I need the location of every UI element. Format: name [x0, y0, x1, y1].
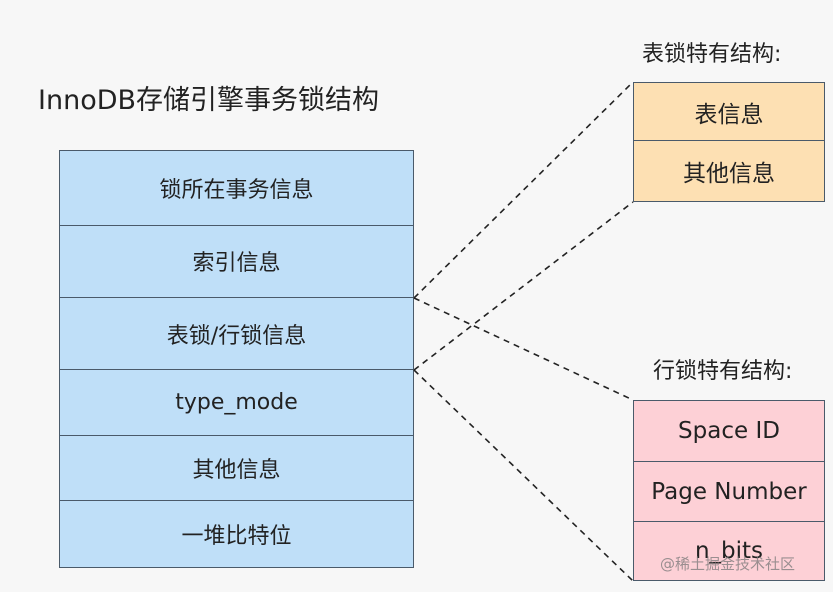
lock-struct-box: 锁所在事务信息 索引信息 表锁/行锁信息 type_mode 其他信息 一堆比特…: [59, 150, 414, 568]
connector-row-bottom: [413, 369, 634, 582]
field-type-mode: type_mode: [60, 370, 413, 436]
row-lock-field-page-number: Page Number: [634, 462, 824, 522]
row-lock-field-n-bits: n_bits: [694, 538, 764, 564]
connector-row-top: [413, 297, 634, 401]
table-lock-field-table-info: 表信息: [634, 83, 824, 141]
row-lock-field-space-id: Space ID: [634, 401, 824, 462]
field-other-info: 其他信息: [60, 436, 413, 502]
field-index-info: 索引信息: [60, 226, 413, 299]
table-lock-box: 表信息 其他信息: [633, 82, 825, 202]
field-table-row-lock-info: 表锁/行锁信息: [60, 298, 413, 370]
field-bits: 一堆比特位: [181, 524, 292, 550]
table-lock-field-other-info: 其他信息: [683, 161, 775, 187]
row-lock-box: Space ID Page Number n_bits: [633, 400, 825, 581]
table-lock-title: 表锁特有结构:: [642, 42, 782, 67]
row-lock-title: 行锁特有结构:: [653, 359, 793, 384]
watermark: @稀土掘金技术社区: [660, 555, 796, 573]
connector-table-bottom: [413, 201, 634, 371]
connector-table-top: [413, 81, 634, 299]
field-transaction-info: 锁所在事务信息: [60, 151, 413, 226]
diagram-title: InnoDB存储引擎事务锁结构: [38, 85, 380, 116]
